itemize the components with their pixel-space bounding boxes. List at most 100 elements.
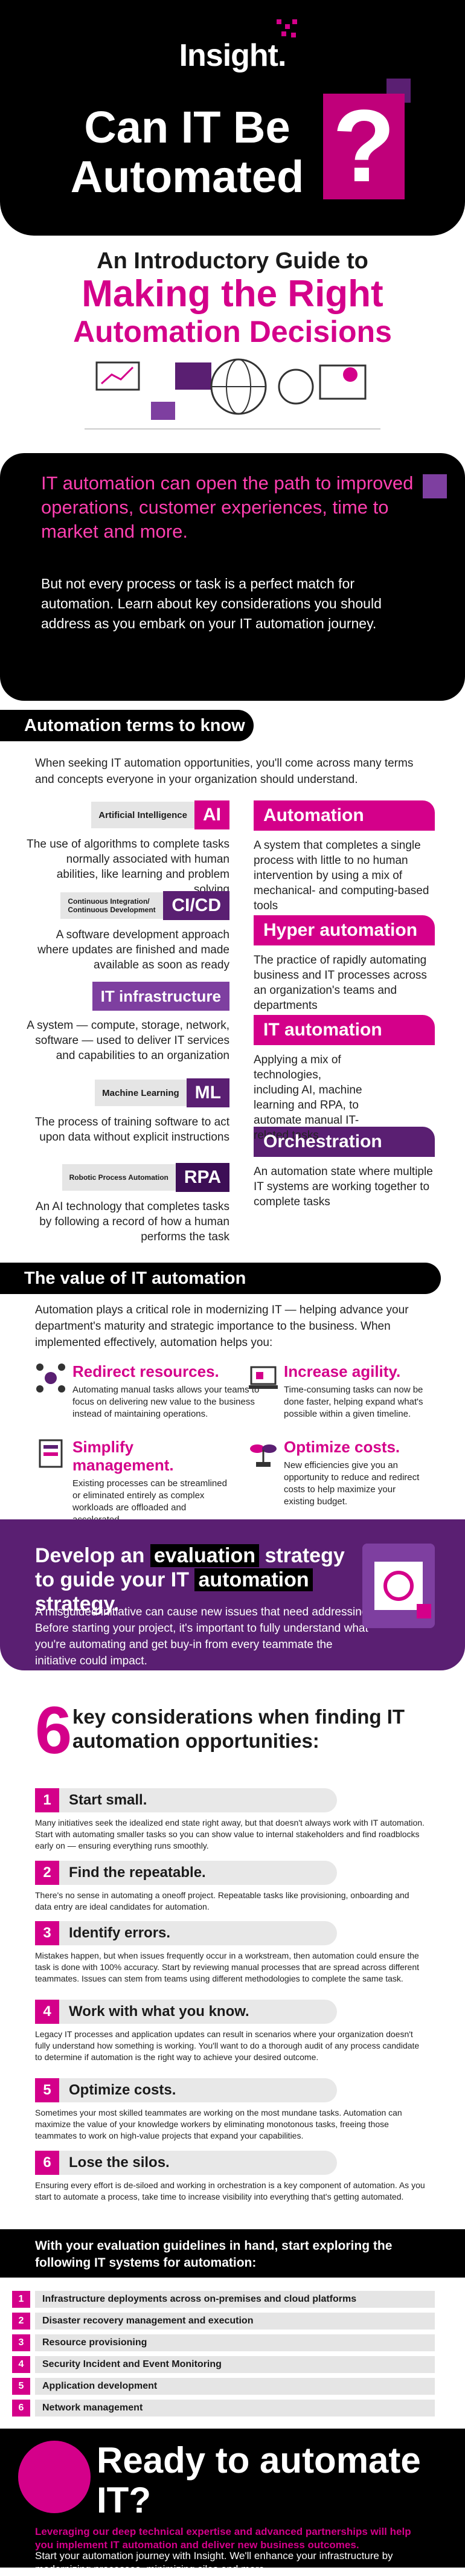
item-label: Disaster recovery management and executi… (35, 2313, 435, 2330)
term-desc: A software development approach where up… (37, 929, 229, 971)
step-desc: Sometimes your most skilled teammates ar… (35, 2108, 402, 2140)
value-title: Simplify management. (72, 1438, 174, 1474)
term-pill: Artificial Intelligence (91, 802, 194, 828)
intro-main: Making the Right (82, 273, 383, 315)
value-heading: The value of IT automation (0, 1263, 441, 1294)
term-it-automation: IT automation Applying a mix of technolo… (254, 1015, 435, 1142)
term-desc: A system that completes a single process… (254, 839, 429, 912)
step-number: 3 (35, 1921, 59, 1945)
explore-item: 6 Network management (12, 2398, 435, 2418)
value-item: Increase agility. Time-consuming tasks c… (284, 1362, 429, 1420)
insight-logo: Insight. (179, 38, 287, 73)
term-tag: IT infrastructure (92, 982, 229, 1011)
step-number: 1 (35, 1788, 59, 1812)
term-desc: The use of algorithms to complete tasks … (27, 838, 229, 896)
value-desc: Time-consuming tasks can now be done fas… (284, 1385, 423, 1419)
term-title: Orchestration (254, 1127, 435, 1157)
term-tag: CI/CD (163, 891, 229, 920)
step-title: Find the repeatable. (69, 1864, 206, 1881)
step-number: 6 (35, 2151, 59, 2175)
explore-banner: With your evaluation guidelines in hand,… (0, 2229, 465, 2278)
eval-heading-highlight: automation (194, 1568, 313, 1591)
banner-headline: IT automation can open the path to impro… (41, 472, 414, 542)
automation-illustration (85, 358, 380, 430)
value-item: Simplify management. Existing processes … (72, 1438, 229, 1526)
item-number: 5 (12, 2378, 30, 2395)
term-tag: ML (186, 1078, 229, 1107)
plant-icon (248, 1438, 279, 1469)
item-number: 6 (12, 2400, 30, 2417)
laptop-icon (248, 1362, 279, 1394)
explore-item: 3 Resource provisioning (12, 2333, 435, 2352)
logo-sparkle-icon (277, 19, 297, 37)
ready-highlight: Leveraging our deep technical expertise … (35, 2526, 411, 2551)
item-label: Resource provisioning (35, 2334, 435, 2351)
terms-section-header: Automation terms to know (0, 710, 465, 752)
term-ml: Machine Learning ML The process of train… (24, 1078, 229, 1163)
explore-heading: With your evaluation guidelines in hand,… (35, 2239, 393, 2270)
term-desc: The process of training software to act … (34, 1116, 229, 1144)
term-title: IT automation (254, 1015, 435, 1045)
step-number: 5 (35, 2078, 59, 2102)
term-pill: Machine Learning (95, 1080, 187, 1106)
question-mark-box: ? (323, 94, 405, 199)
hero-section: Insight. ? Can IT Be Automated (0, 0, 465, 236)
step-desc: Ensuring every effort is de-siloed and w… (35, 2180, 425, 2201)
eval-heading-part: strategy. (35, 1592, 120, 1615)
ready-heading: Ready to automate IT? (97, 2440, 421, 2520)
evaluation-section: Develop an evaluation strategy to guide … (0, 1519, 465, 1670)
intro-banner: IT automation can open the path to impro… (0, 453, 465, 701)
step-desc: Many initiatives seek the idealized end … (35, 1818, 425, 1850)
value-title: Redirect resources. (72, 1362, 219, 1380)
term-tag: RPA (175, 1163, 229, 1192)
step-number: 2 (35, 1861, 59, 1885)
ready-section: Ready to automate IT? Leveraging our dee… (0, 2429, 465, 2575)
intro-section: An Introductory Guide to Making the Righ… (0, 245, 465, 444)
term-ai: Artificial Intelligence AI The use of al… (24, 800, 229, 896)
term-desc: The practice of rapidly automating busin… (254, 954, 427, 1012)
term-tag: AI (194, 800, 229, 829)
item-label: Security Incident and Event Monitoring (35, 2356, 435, 2373)
value-item: Redirect resources. Automating manual ta… (72, 1362, 266, 1420)
term-title: Hyper automation (254, 915, 435, 945)
step-title: Work with what you know. (69, 2003, 249, 2020)
step-title: Optimize costs. (69, 2082, 176, 2098)
step-desc: Legacy IT processes and application upda… (35, 2029, 420, 2062)
item-label: Network management (35, 2400, 435, 2417)
value-desc: Existing processes can be streamlined or… (72, 1478, 227, 1525)
eval-heading-part: Develop an (35, 1544, 145, 1567)
value-intro: Automation plays a critical role in mode… (35, 1304, 409, 1349)
considerations-heading: key considerations when finding IT autom… (72, 1705, 405, 1752)
server-icon (35, 1438, 66, 1469)
term-desc: An automation state where multiple IT sy… (254, 1165, 433, 1208)
terms-intro: When seeking IT automation opportunities… (35, 757, 414, 786)
document-icon (362, 1544, 435, 1628)
terms-right-column: Automation A system that completes a sin… (254, 800, 435, 1217)
term-desc: A system — compute, storage, network, so… (27, 1019, 229, 1062)
value-desc: Automating manual tasks allows your team… (72, 1385, 260, 1419)
decor-circle (18, 2441, 91, 2513)
hero-title: Can IT Be Automated (70, 102, 304, 202)
value-desc: New efficiencies give you an opportunity… (284, 1460, 420, 1507)
term-pill: Continuous Integration/ Continuous Devel… (60, 892, 164, 919)
item-number: 3 (12, 2334, 30, 2351)
terms-heading: Automation terms to know (0, 710, 254, 741)
step-number: 4 (35, 2000, 59, 2024)
step-title: Start small. (69, 1792, 147, 1808)
intro-pre: An Introductory Guide to (97, 248, 368, 274)
value-title: Optimize costs. (284, 1438, 400, 1456)
step-desc: Mistakes happen, but when issues frequen… (35, 1951, 420, 1983)
consideration-step: 4 Work with what you know. Legacy IT proc… (35, 2000, 428, 2063)
term-desc: An AI technology that completes tasks by… (35, 1200, 229, 1243)
evaluation-heading: Develop an evaluation strategy to guide … (35, 1544, 349, 1616)
considerations-number: 6 (35, 1693, 72, 1768)
term-title: Automation (254, 800, 435, 831)
eval-heading-part: strategy to guide your IT (35, 1544, 345, 1591)
term-orchestration: Orchestration An automation state where … (254, 1127, 435, 1217)
